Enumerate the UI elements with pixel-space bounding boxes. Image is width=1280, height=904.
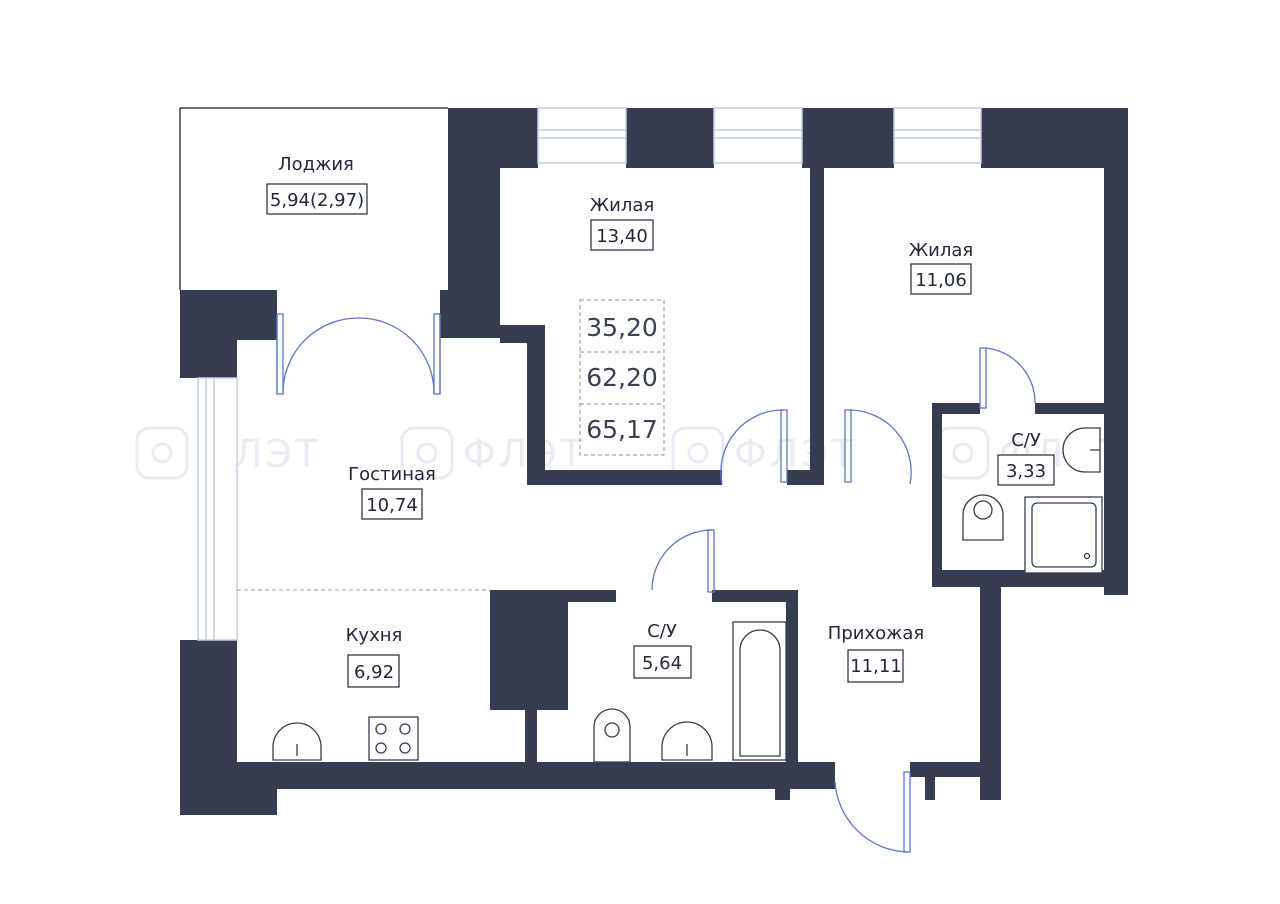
- watermark-logo-icon: [135, 426, 990, 480]
- window: [537, 107, 627, 164]
- loggia-outline: [179, 107, 448, 290]
- area-totals: 35,20 62,20 65,17: [579, 299, 665, 456]
- small-bath-door: [979, 347, 1036, 409]
- room-name: С/У: [1011, 430, 1041, 451]
- room-living2: Жилая 11,06: [909, 240, 973, 295]
- room-area: 6,92: [354, 662, 394, 683]
- room-lounge: Гостиная 10,74: [348, 464, 436, 520]
- room-name: Жилая: [909, 240, 973, 261]
- windows: [197, 107, 982, 641]
- walls: [180, 108, 1128, 815]
- fixtures: [272, 427, 1103, 763]
- room-name: Кухня: [346, 625, 403, 646]
- total-living-area: 35,20: [586, 313, 658, 342]
- doors: [276, 313, 1036, 853]
- room-name: Жилая: [590, 195, 654, 216]
- total-area: 62,20: [586, 363, 658, 392]
- bedroom2-door: [844, 409, 912, 485]
- window: [197, 377, 238, 641]
- room-hallway: Прихожая 11,11: [828, 623, 924, 683]
- room-living1: Жилая 13,40: [590, 195, 654, 251]
- watermark-text: ФЛЭТ: [734, 432, 857, 476]
- main-bath-sink-icon: [661, 721, 713, 761]
- room-kitchen: Кухня 6,92: [346, 625, 403, 688]
- bedroom1-door: [720, 409, 788, 485]
- main-bath-toilet-icon: [593, 708, 631, 763]
- room-bath-small: С/У 3,33: [997, 430, 1055, 486]
- small-bath-sink-icon: [1062, 427, 1101, 473]
- bathtub-icon: [732, 621, 787, 761]
- total-area-with-loggia: 65,17: [586, 415, 658, 444]
- window: [893, 107, 982, 164]
- shower-tray-icon: [1024, 496, 1103, 574]
- kitchen-sink-icon: [272, 722, 322, 761]
- room-loggia: Лоджия 5,94(2,97): [266, 154, 368, 215]
- entrance-door: [834, 771, 911, 853]
- loggia-door: [276, 313, 441, 395]
- room-name: Лоджия: [278, 154, 354, 175]
- room-area: 5,94(2,97): [270, 190, 364, 211]
- room-area: 13,40: [596, 226, 648, 247]
- room-area: 11,11: [850, 656, 902, 677]
- room-area: 10,74: [366, 495, 418, 516]
- room-area: 11,06: [915, 270, 967, 291]
- room-name: С/У: [647, 621, 677, 642]
- stove-icon: [368, 716, 419, 761]
- window: [713, 107, 803, 164]
- room-name: Гостиная: [348, 464, 436, 485]
- room-area: 3,33: [1006, 461, 1046, 482]
- room-area: 5,64: [642, 653, 682, 674]
- room-name: Прихожая: [828, 623, 924, 644]
- small-bath-toilet-icon: [962, 494, 1004, 541]
- watermark-text: ФЛЭТ: [463, 432, 586, 476]
- main-bath-door: [651, 529, 715, 593]
- room-bath-main: С/У 5,64: [633, 621, 692, 679]
